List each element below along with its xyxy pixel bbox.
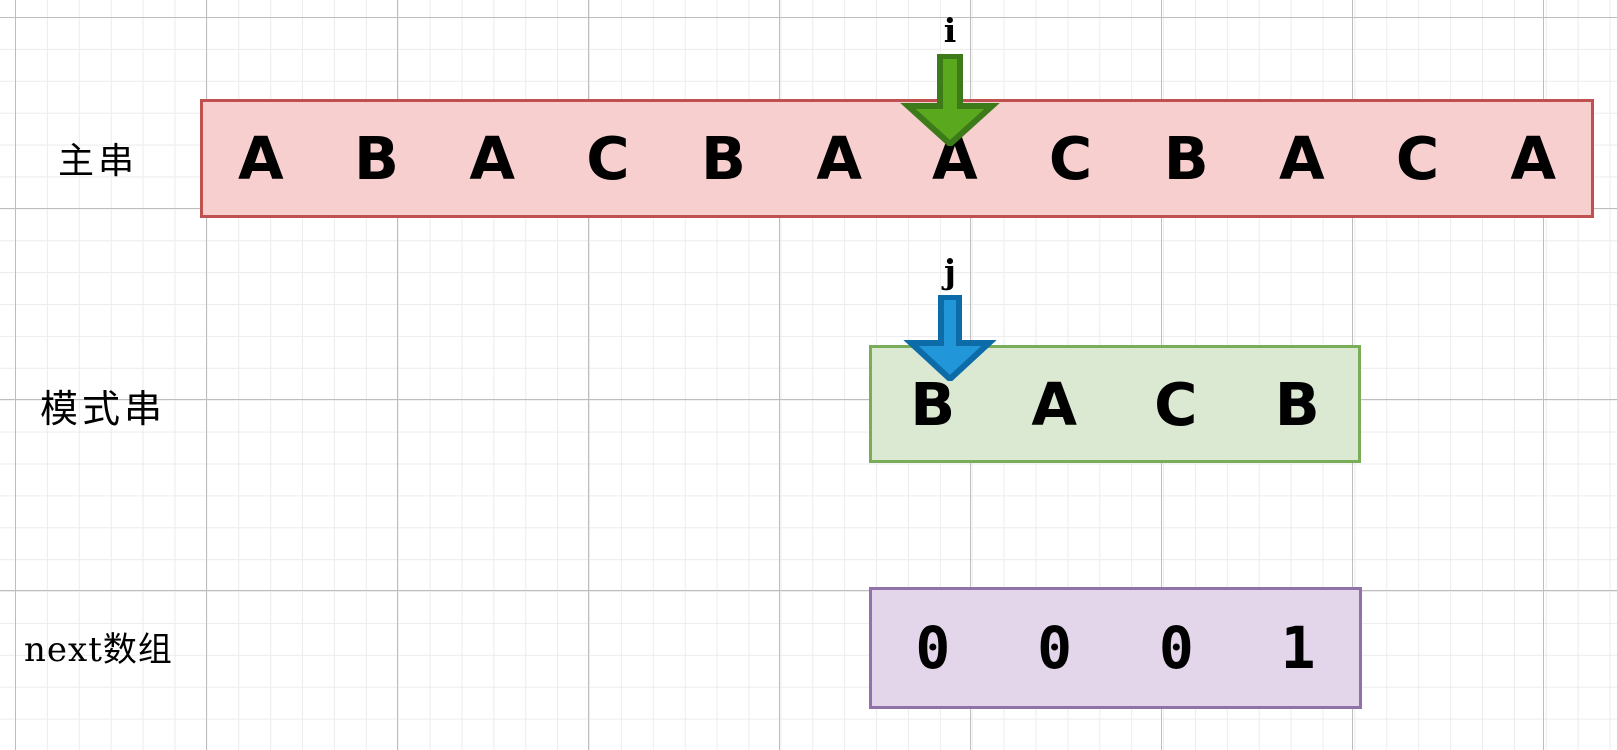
main-string-cell: B bbox=[701, 124, 747, 193]
main-string-strip: A B A C B A A C B A C A bbox=[200, 99, 1594, 218]
pattern-string-cell: C bbox=[1154, 369, 1198, 439]
down-arrow-icon-green bbox=[900, 54, 1000, 146]
next-array-cell: 0 bbox=[1158, 614, 1194, 682]
main-string-cell: C bbox=[586, 124, 630, 193]
row-label-pattern-string: 模式串 bbox=[40, 387, 167, 431]
next-array-cell: 0 bbox=[915, 614, 951, 682]
main-string-cell: C bbox=[1048, 124, 1093, 193]
pattern-string-cell: B bbox=[1274, 369, 1320, 439]
pointer-i-label: i bbox=[943, 11, 957, 50]
main-string-cell: A bbox=[238, 124, 284, 193]
pattern-string-cell: A bbox=[1031, 369, 1078, 439]
main-string-cell: B bbox=[354, 124, 399, 193]
pointer-j: j bbox=[880, 252, 1020, 381]
main-string-cell: A bbox=[1279, 124, 1325, 193]
main-string-cell: B bbox=[1163, 124, 1209, 193]
row-label-main-string: 主串 bbox=[58, 141, 139, 182]
pointer-i: i bbox=[880, 8, 1020, 146]
main-string-cell: C bbox=[1395, 124, 1440, 193]
row-label-next-array: next数组 bbox=[24, 630, 173, 670]
pattern-string-strip: B A C B bbox=[869, 345, 1361, 463]
main-string-cell: A bbox=[816, 124, 863, 193]
down-arrow-icon-blue bbox=[903, 295, 997, 381]
next-array-cell: 1 bbox=[1280, 614, 1316, 682]
pattern-string-cell: B bbox=[910, 369, 956, 439]
main-string-cell: A bbox=[1510, 124, 1557, 193]
next-array-strip: 0 0 0 1 bbox=[869, 587, 1362, 709]
pointer-j-label: j bbox=[944, 252, 956, 291]
next-array-cell: 0 bbox=[1037, 614, 1073, 682]
main-string-cell: A bbox=[469, 124, 516, 193]
